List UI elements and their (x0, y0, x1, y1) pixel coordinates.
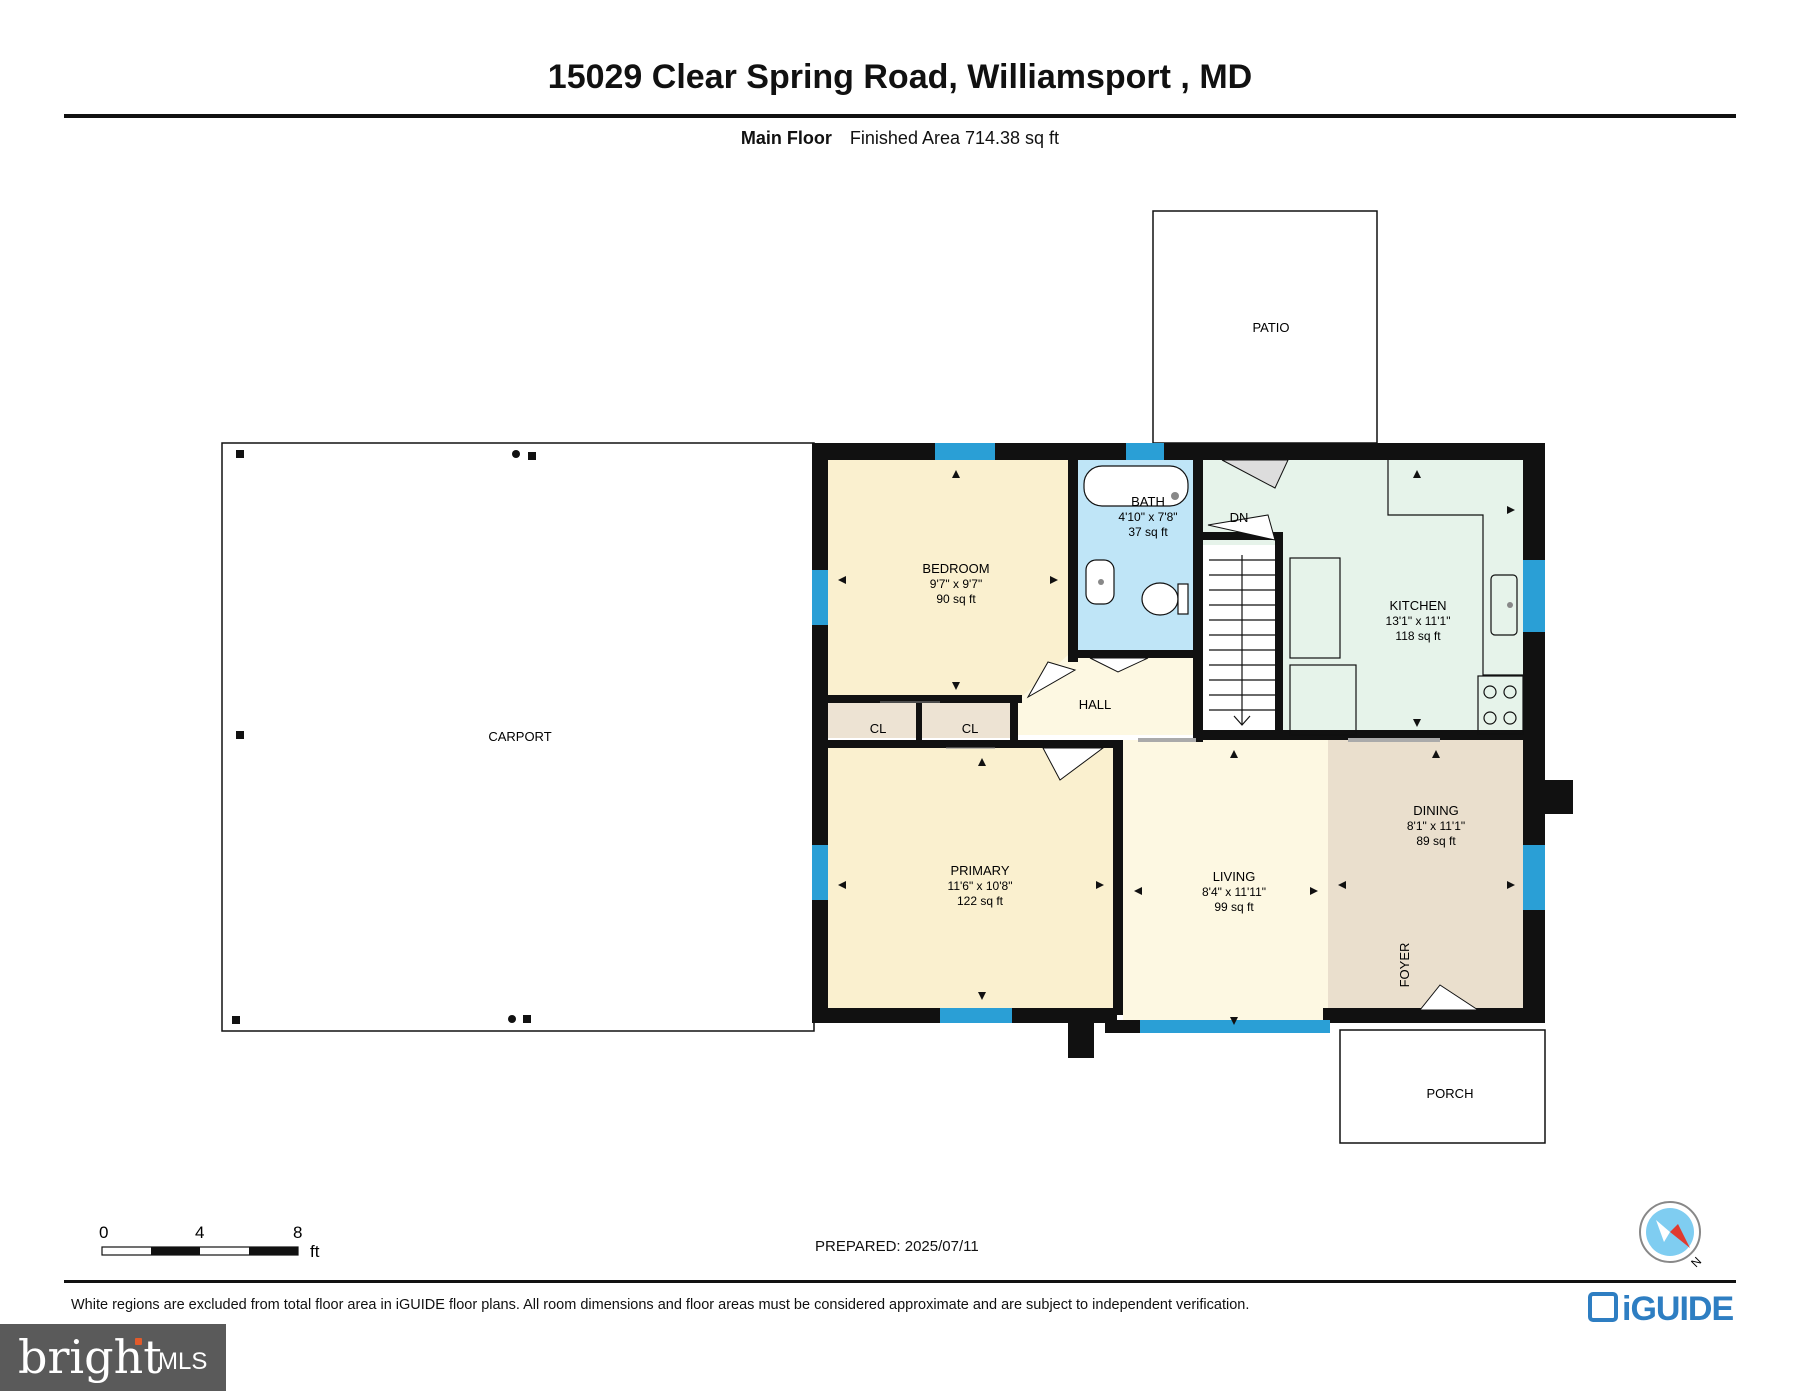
porch-area (1339, 1029, 1546, 1144)
bright-dot-icon (135, 1338, 142, 1345)
bedroom-dims: 9'7" x 9'7" (930, 577, 982, 591)
kitchen-sink-icon (1507, 602, 1513, 608)
closet1-fill (828, 702, 916, 738)
compass-label: N (1688, 1254, 1704, 1270)
stairs-cover (1203, 545, 1275, 730)
bathtub-icon (1171, 492, 1179, 500)
dining-fill (1328, 740, 1523, 1010)
primary-fill (828, 748, 1113, 1010)
kitchen-dims: 13'1" x 11'1" (1386, 614, 1451, 628)
floor-subtitle: Main Floor Finished Area 714.38 sq ft (0, 128, 1800, 149)
primary-area: 122 sq ft (957, 894, 1004, 908)
scale-label-0: 0 (99, 1223, 108, 1242)
dining-area: 89 sq ft (1416, 834, 1456, 848)
carport-area (221, 442, 815, 1032)
dimension-arrows (838, 470, 1515, 1025)
finished-area: Finished Area 714.38 sq ft (849, 128, 1060, 148)
bedroom-label: BEDROOM (922, 561, 989, 576)
living-dims: 8'4" x 11'11" (1202, 885, 1266, 899)
stairs-dn-label: DN (1230, 510, 1249, 525)
dining-dims: 8'1" x 11'1" (1407, 819, 1465, 833)
carport-label: CARPORT (488, 729, 551, 744)
doors (880, 459, 1480, 1011)
foyer-label: FOYER (1397, 943, 1412, 988)
stairs (1209, 555, 1275, 726)
iguide-logo: iGUIDE (1588, 1290, 1734, 1329)
porch-label: PORCH (1427, 1086, 1474, 1101)
living-label: LIVING (1213, 869, 1256, 884)
scale-unit: ft (310, 1242, 320, 1261)
disclaimer-text: White regions are excluded from total fl… (71, 1297, 1250, 1313)
kitchen-area: 118 sq ft (1395, 629, 1441, 643)
scale-bar (101, 1246, 299, 1256)
footer-divider (64, 1280, 1736, 1283)
bath-area: 37 sq ft (1128, 525, 1168, 539)
patio-area (1152, 210, 1378, 444)
mls-wordmark: MLS (158, 1348, 208, 1375)
bedroom-fill (828, 460, 1068, 700)
prepared-date: PREPARED: 2025/07/11 (815, 1238, 979, 1255)
living-fill (1123, 740, 1328, 1032)
header-divider (64, 114, 1736, 118)
windows (812, 443, 1545, 1033)
page-title: 15029 Clear Spring Road, Williamsport , … (547, 58, 1253, 96)
bright-mls-watermark: bright MLS (0, 1324, 226, 1391)
closet2-fill (922, 702, 1010, 738)
scale-label-4: 4 (195, 1223, 204, 1242)
kitchen-label: KITCHEN (1389, 598, 1446, 613)
dining-label: DINING (1413, 803, 1459, 818)
compass-icon: N (1639, 1201, 1704, 1270)
bath-sink-icon (1098, 579, 1104, 585)
floor-label: Main Floor (740, 128, 832, 148)
closet1-label: CL (870, 721, 887, 736)
primary-label: PRIMARY (951, 863, 1010, 878)
hall-label: HALL (1079, 697, 1112, 712)
iguide-brand: iGUIDE (1622, 1290, 1734, 1328)
primary-dims: 11'6" x 10'8" (948, 879, 1013, 893)
kitchen-fixtures (1289, 460, 1524, 736)
patio-label: PATIO (1252, 320, 1289, 335)
closet2-label: CL (962, 721, 979, 736)
carport-posts (232, 450, 536, 1024)
bath-label: BATH (1131, 494, 1165, 509)
living-area: 99 sq ft (1214, 900, 1254, 914)
iguide-logo-icon (1588, 1292, 1618, 1322)
scale-label-8: 8 (293, 1223, 302, 1242)
bath-dims: 4'10" x 7'8" (1118, 510, 1177, 524)
bedroom-area: 90 sq ft (936, 592, 976, 606)
